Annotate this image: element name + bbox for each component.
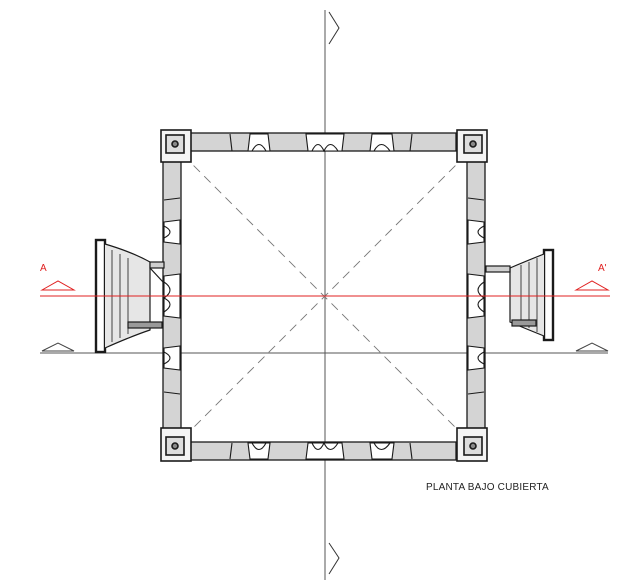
left-section-marker-icon (40, 280, 76, 291)
vertical-axis (324, 10, 340, 580)
section-label-left: A (40, 263, 47, 274)
top-wall-openings (229, 133, 413, 153)
opening-arch-icon (163, 345, 181, 371)
bottom-wall-openings (229, 441, 413, 460)
opening-arch-icon (369, 133, 395, 152)
opening-arch-icon (247, 442, 271, 460)
opening-arch-icon (305, 133, 345, 153)
right-reference-marker-icon (575, 342, 609, 352)
bottom-axis-arrow-icon (328, 542, 340, 575)
corner-piers (160, 129, 488, 462)
plan-title: PLANTA BAJO CUBIERTA (426, 482, 549, 493)
left-reference-marker-icon (41, 342, 75, 352)
top-axis-arrow-icon (328, 11, 340, 45)
section-line-a: A A' (40, 263, 610, 297)
opening-arch-icon (247, 133, 271, 152)
opening-arch-icon (369, 442, 395, 460)
horizontal-reference-line (40, 342, 609, 354)
opening-arch-icon (163, 219, 181, 245)
opening-arch-icon (467, 345, 485, 371)
right-stair-flare (485, 248, 555, 342)
corner-pier-top-left (160, 129, 192, 163)
section-label-right: A' (598, 263, 607, 274)
corner-pier-top-right (456, 129, 488, 163)
right-section-marker-icon (574, 280, 610, 291)
corner-pier-bottom-left (160, 427, 192, 462)
opening-arch-icon (305, 441, 345, 460)
corner-pier-bottom-right (456, 427, 488, 462)
opening-arch-icon (467, 219, 485, 245)
